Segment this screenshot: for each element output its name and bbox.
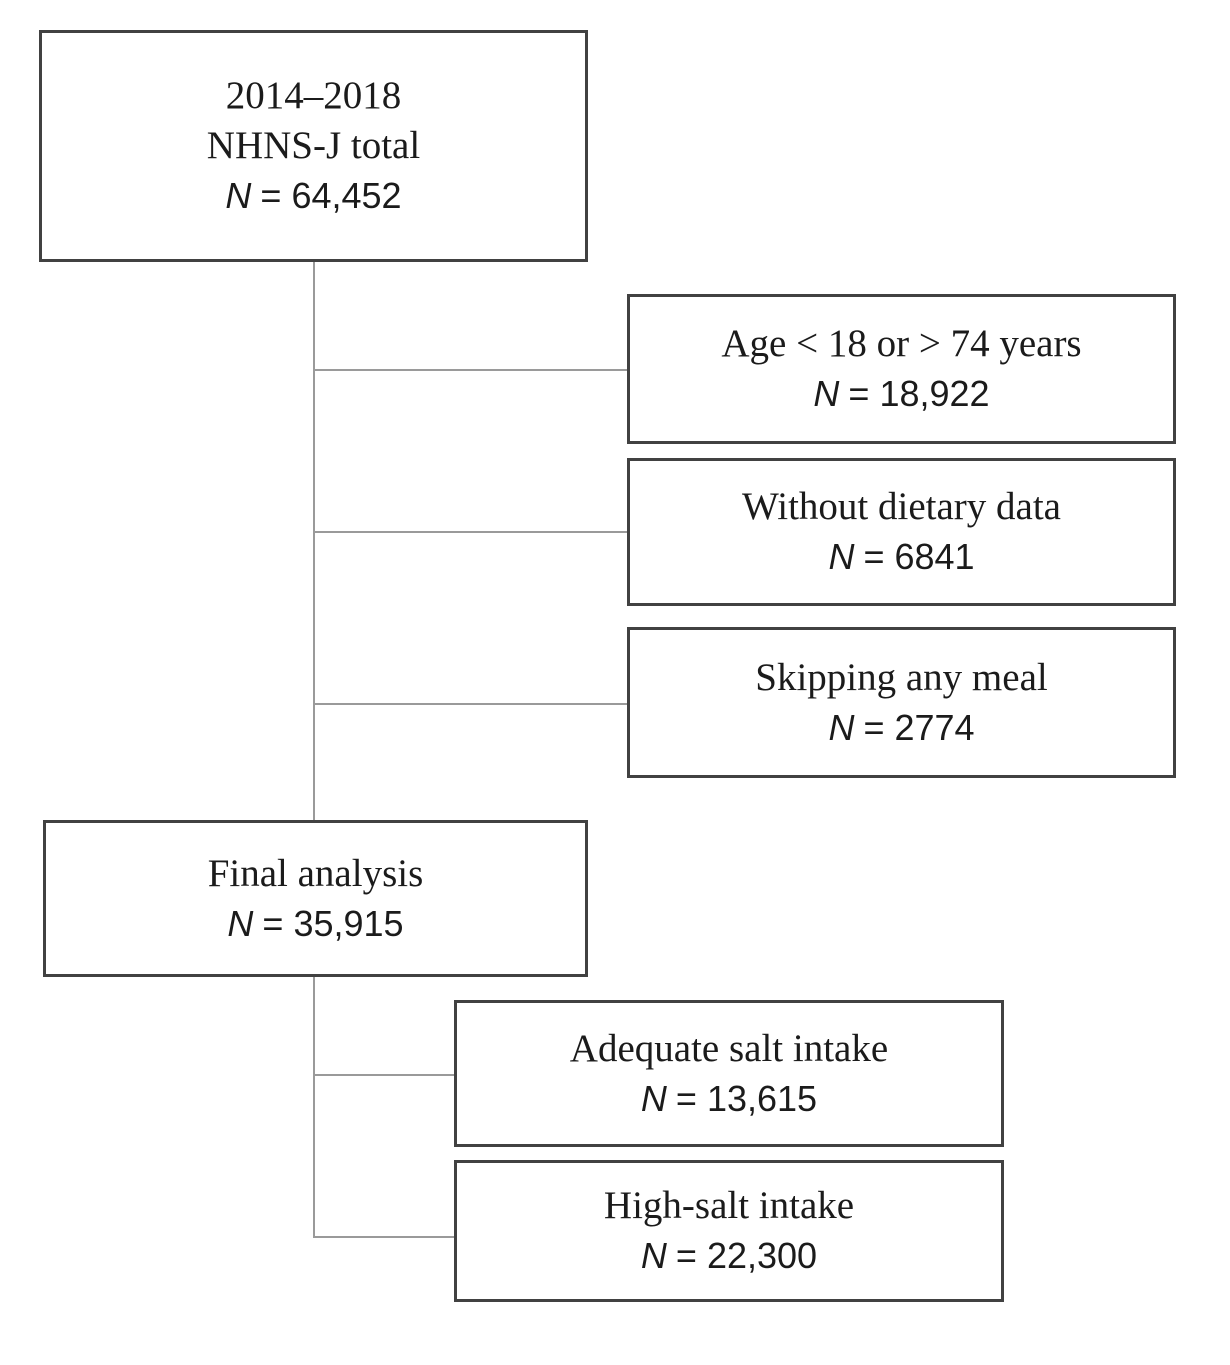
connector-top-vertical xyxy=(313,262,315,820)
node-n-line: N= 13,615 xyxy=(641,1074,817,1124)
n-symbol: N xyxy=(640,1235,667,1276)
node-label-line: 2014–2018 xyxy=(225,74,402,117)
n-symbol: N xyxy=(227,902,254,944)
n-value: = 6841 xyxy=(863,536,975,577)
n-symbol: N xyxy=(640,1077,667,1119)
connector-branch-age xyxy=(315,369,627,371)
node-n-line: N= 35,915 xyxy=(227,899,403,949)
node-excluded-age: Age < 18 or > 74 years N= 18,922 xyxy=(627,294,1176,444)
n-value: = 13,615 xyxy=(675,1077,818,1119)
node-label-line: Age < 18 or > 74 years xyxy=(721,322,1082,365)
node-n-line: N= 22,300 xyxy=(641,1231,817,1281)
node-n-line: N= 6841 xyxy=(828,532,974,582)
node-label-line: Final analysis xyxy=(207,851,424,895)
node-nhnsj-total: 2014–2018 NHNS-J total N= 64,452 xyxy=(39,30,588,262)
n-value: = 18,922 xyxy=(848,373,990,414)
n-symbol: N xyxy=(828,706,855,748)
n-value: = 2774 xyxy=(863,706,975,748)
n-symbol: N xyxy=(828,536,855,577)
node-label-line: Without dietary data xyxy=(742,485,1061,528)
n-symbol: N xyxy=(813,373,840,414)
connector-branch-highsalt xyxy=(315,1236,454,1238)
node-n-line: N= 64,452 xyxy=(225,171,401,221)
n-value: = 22,300 xyxy=(675,1235,818,1276)
node-final-analysis: Final analysis N= 35,915 xyxy=(43,820,588,977)
node-n-line: N= 2774 xyxy=(828,703,974,753)
n-symbol: N xyxy=(225,175,252,216)
connector-branch-adequate xyxy=(315,1074,454,1076)
node-n-line: N= 18,922 xyxy=(813,369,989,419)
node-label-line: Skipping any meal xyxy=(755,655,1048,699)
connector-bottom-vertical xyxy=(313,977,315,1238)
n-value: = 35,915 xyxy=(262,902,404,944)
node-label-line: Adequate salt intake xyxy=(569,1026,889,1070)
node-label-line: High-salt intake xyxy=(603,1184,855,1227)
node-adequate-salt-intake: Adequate salt intake N= 13,615 xyxy=(454,1000,1004,1147)
connector-branch-skipping xyxy=(315,703,627,705)
node-excluded-skipping-meal: Skipping any meal N= 2774 xyxy=(627,627,1176,778)
node-high-salt-intake: High-salt intake N= 22,300 xyxy=(454,1160,1004,1302)
node-excluded-dietary-data: Without dietary data N= 6841 xyxy=(627,458,1176,606)
n-value: = 64,452 xyxy=(260,175,402,216)
connector-branch-dietary xyxy=(315,531,627,533)
node-label-line: NHNS-J total xyxy=(206,124,421,167)
